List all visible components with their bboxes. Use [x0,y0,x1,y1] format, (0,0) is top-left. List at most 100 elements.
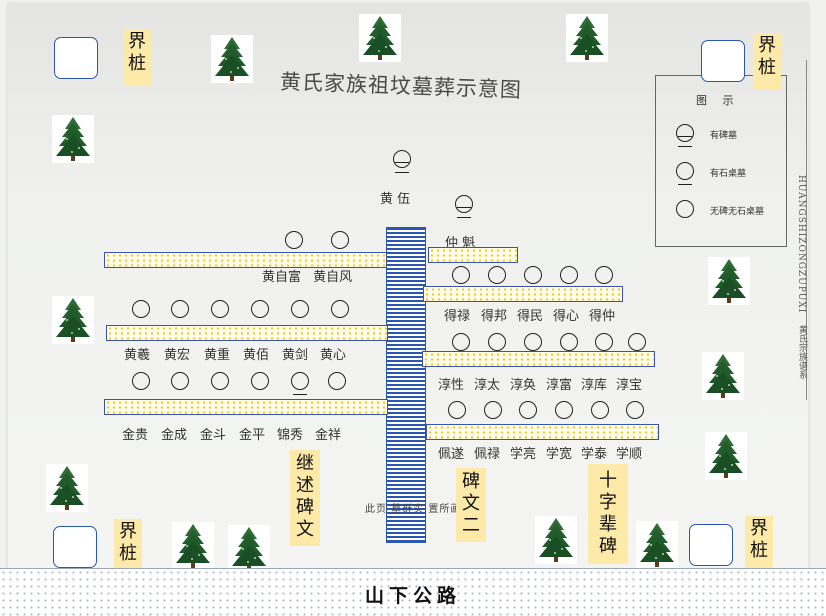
grave [560,333,578,351]
ancestral-trunk [386,227,426,543]
grave [132,300,150,318]
pine-tree-icon [359,14,401,62]
pine-tree-icon [46,464,88,512]
grave [285,231,303,249]
name-label: 金平 [239,428,266,443]
pine-tree-icon [228,525,270,573]
boundary-label: 界桩 [753,33,781,89]
grave [595,266,613,284]
label-text: 继述碑文 [296,453,314,540]
legend-title: 图 示 [696,94,740,107]
pine-tree-icon [708,257,750,305]
name-label: 学泰 [581,447,608,462]
boundary-marker [53,526,97,568]
grave [328,372,346,390]
road-strip [0,568,826,616]
legend-item-plain: 无碑无石桌墓 [670,198,786,222]
pine-tree-icon [702,352,744,400]
grave [484,401,502,419]
name-label: 得禄 [444,309,471,324]
grave [211,300,229,318]
grave [488,333,506,351]
name-label: 黄剑 [282,348,309,363]
grave [331,300,349,318]
side-chinese-text: 黄氏宗族谱系 [797,325,807,379]
right-branch-2 [422,351,655,367]
name-label: 黄心 [320,348,347,363]
grave [524,333,542,351]
name-label: 得民 [517,309,544,324]
name-label: 学顺 [616,447,643,462]
pine-tree-icon [52,296,94,344]
name-label: 得仲 [589,309,616,324]
name-label: 黄宏 [164,348,191,363]
root-grave [393,150,411,173]
label-text: 界桩 [119,521,137,564]
grave [171,372,189,390]
right-branch-0 [428,247,518,263]
label-text: 十字辈碑 [599,470,617,557]
grave [132,372,150,390]
pine-tree-icon [52,115,94,163]
legend-item-tomb: 有碑墓 [670,122,786,147]
grave [452,333,470,351]
name-label: 淳性 [438,378,465,393]
pine-tree-icon [566,14,608,62]
grave [555,401,573,419]
name-label: 黄佰 [243,348,270,363]
right-branch-3 [426,424,659,440]
label-text: 界桩 [758,35,776,78]
grave [560,266,578,284]
grave [251,372,269,390]
name-label: 淳宝 [616,378,643,393]
right-branch-1 [423,286,623,302]
name-label: 佩遂 [438,447,465,462]
label-text: 碑文二 [462,471,480,536]
road-label: 山下公路 [364,585,461,607]
legend-item-stone: 有石桌墓 [670,160,786,185]
plain-grave-symbol-icon [676,200,694,218]
name-label: 金贵 [122,428,149,443]
boundary-label: 界桩 [123,29,151,85]
stele-ten-generations-label: 十字辈碑 [588,464,628,564]
boundary-label: 界桩 [114,519,142,575]
name-label: 金成 [161,428,188,443]
grave [291,300,309,318]
stele-two-label: 碑文二 [456,468,486,542]
grave [331,231,349,249]
label-text: 界桩 [750,518,768,561]
name-label: 金斗 [200,428,227,443]
legend-label: 有碑墓 [710,131,738,141]
left-row1-names: 黄自富 黄自风 [262,270,353,285]
grave [591,401,609,419]
pine-tree-icon [636,521,678,569]
grave [171,300,189,318]
name-label: 锦秀 [277,428,304,443]
grave [626,401,644,419]
side-rule [806,60,807,400]
stone-table-symbol-icon [676,162,694,185]
label-text: 界桩 [128,31,146,74]
grave [452,266,470,284]
grave [628,333,646,351]
name-label: 学宽 [546,447,573,462]
grave [524,266,542,284]
name-label: 得心 [553,309,580,324]
grave [211,372,229,390]
left-branch-3 [104,399,388,415]
boundary-marker [54,37,98,79]
pine-tree-icon [172,522,214,570]
grave [251,300,269,318]
left-branch-2 [106,325,388,341]
root-name: 黄 伍 [380,192,411,207]
tomb-symbol-icon [676,124,694,147]
name-label: 淳富 [546,378,573,393]
stele-inheritance-label: 继述碑文 [290,450,320,546]
boundary-marker [701,40,745,82]
legend-label: 有石桌墓 [710,169,747,179]
left-branch-1 [104,252,387,268]
pine-tree-icon [211,35,253,83]
boundary-marker [689,524,733,566]
name-label: 淳太 [474,378,501,393]
pine-tree-icon [705,432,747,480]
